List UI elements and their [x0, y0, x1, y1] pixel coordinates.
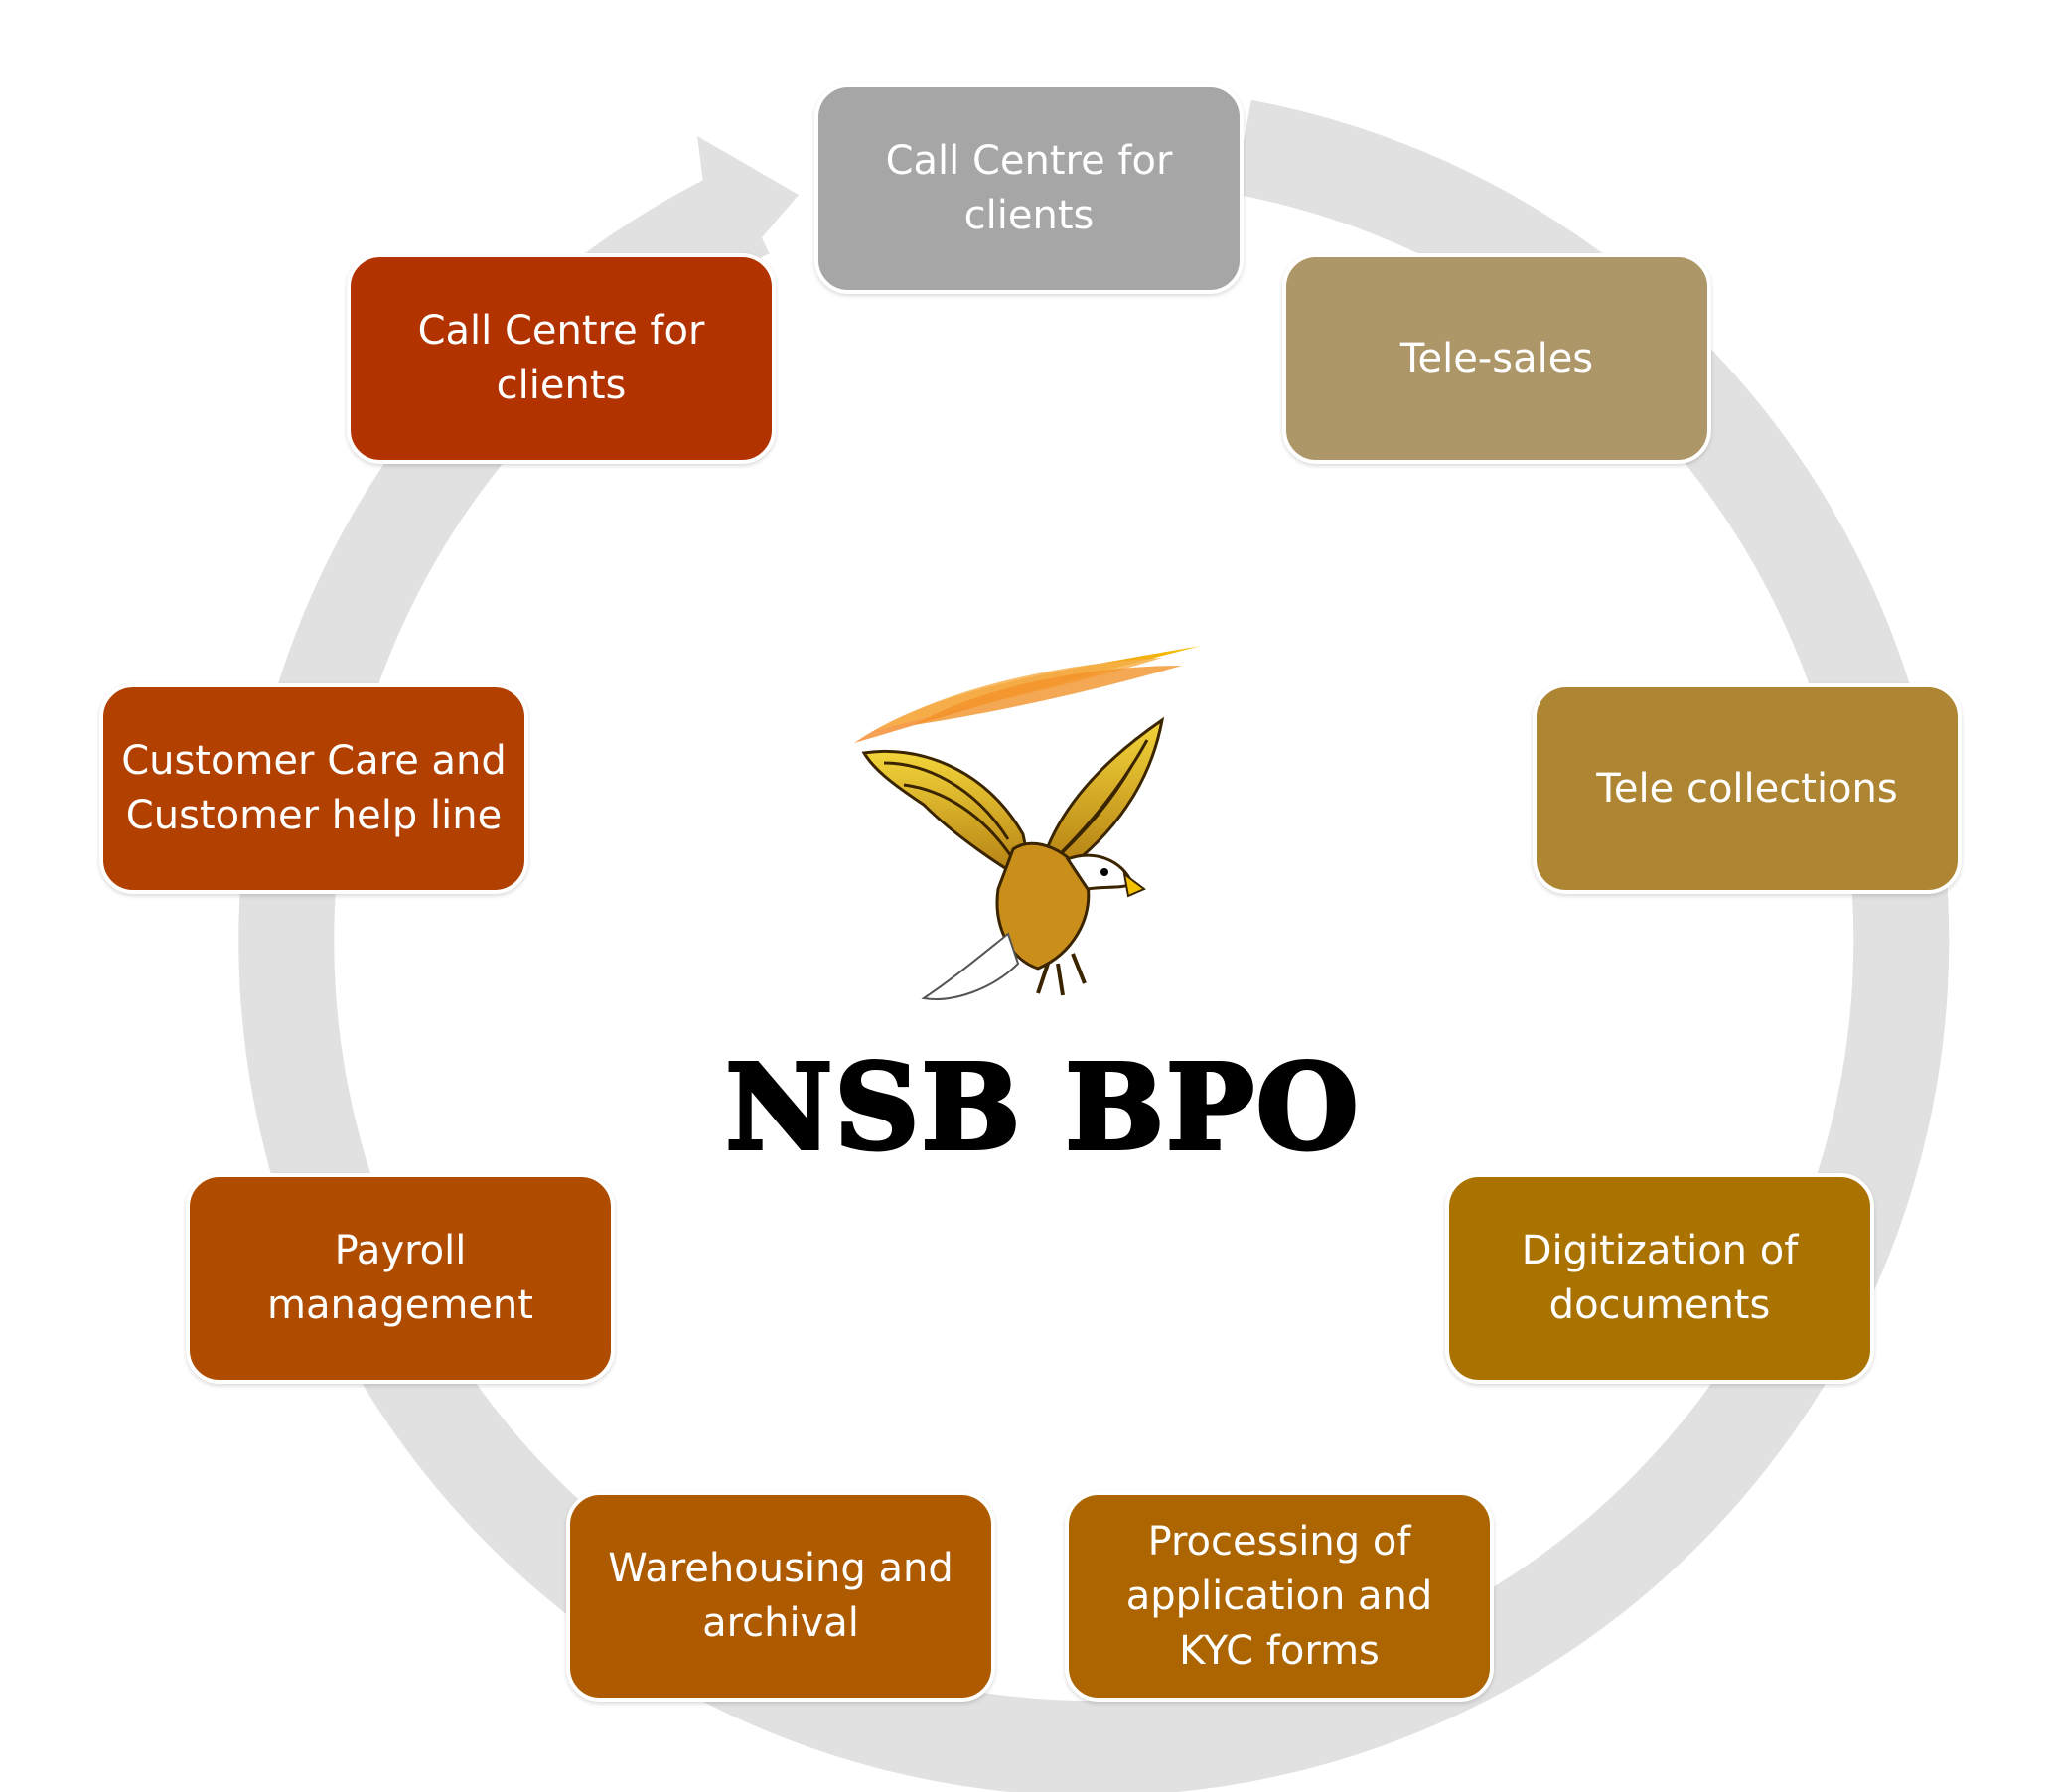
brand-title: NSB BPO — [723, 1038, 1361, 1176]
cycle-node-payroll: Payroll management — [186, 1173, 615, 1384]
cycle-node-digitization: Digitization of documents — [1445, 1173, 1874, 1384]
cycle-node-call-centre: Call Centre for clients — [814, 83, 1244, 294]
cycle-node-customer-care: Customer Care and Customer help line — [99, 683, 528, 894]
eagle-flame-logo-icon — [854, 646, 1202, 1000]
cycle-node-call-centre-repeat: Call Centre for clients — [347, 253, 776, 464]
eagle-icon — [861, 716, 1165, 1000]
cycle-node-warehousing: Warehousing and archival — [566, 1491, 995, 1702]
flame-icon — [854, 646, 1202, 743]
cycle-node-tele-collections: Tele collections — [1533, 683, 1962, 894]
cycle-node-tele-sales: Tele-sales — [1282, 253, 1711, 464]
cycle-node-processing-kyc: Processing of application and KYC forms — [1065, 1491, 1494, 1702]
cycle-arrow-head — [697, 136, 799, 290]
